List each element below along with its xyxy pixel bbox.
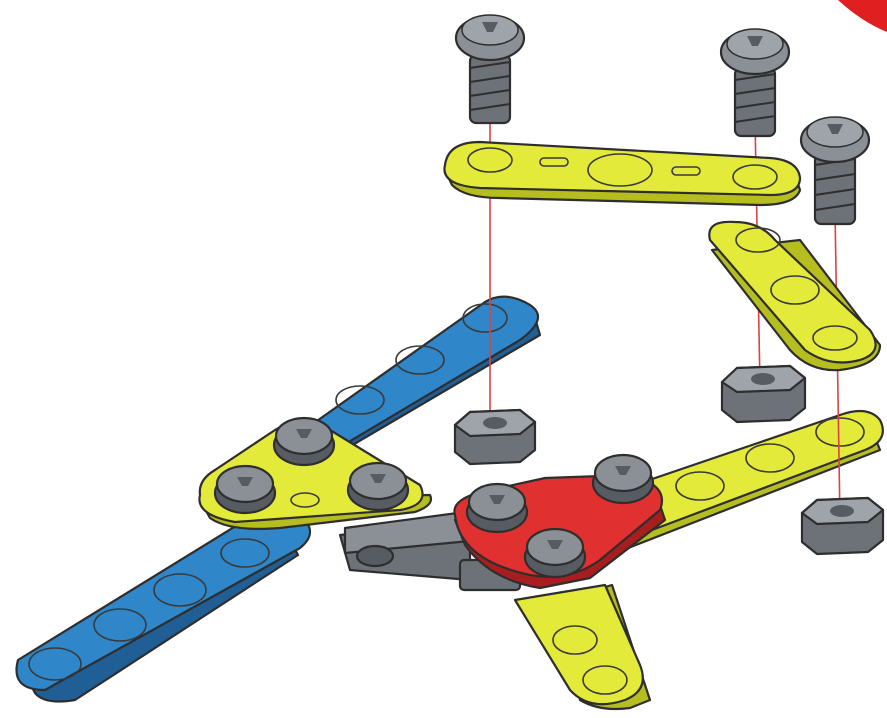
square-nut-icon — [455, 410, 535, 464]
screw-icon — [274, 418, 334, 465]
screw-icon — [801, 117, 869, 224]
corner-mark — [838, 0, 887, 32]
yellow-strip-bottom — [515, 585, 650, 709]
screw-icon — [348, 463, 408, 510]
yellow-strip-right — [709, 222, 880, 370]
screw-icon — [525, 529, 585, 577]
screw-icon — [456, 15, 524, 123]
screw-icon — [721, 29, 789, 136]
yellow-strip-top — [444, 142, 800, 205]
square-nut-icon — [802, 498, 883, 554]
screw-icon — [467, 484, 527, 532]
square-nut-icon — [722, 366, 805, 422]
screw-icon — [593, 455, 653, 503]
screw-icon — [215, 466, 275, 513]
blue-strip-lower — [17, 505, 310, 701]
